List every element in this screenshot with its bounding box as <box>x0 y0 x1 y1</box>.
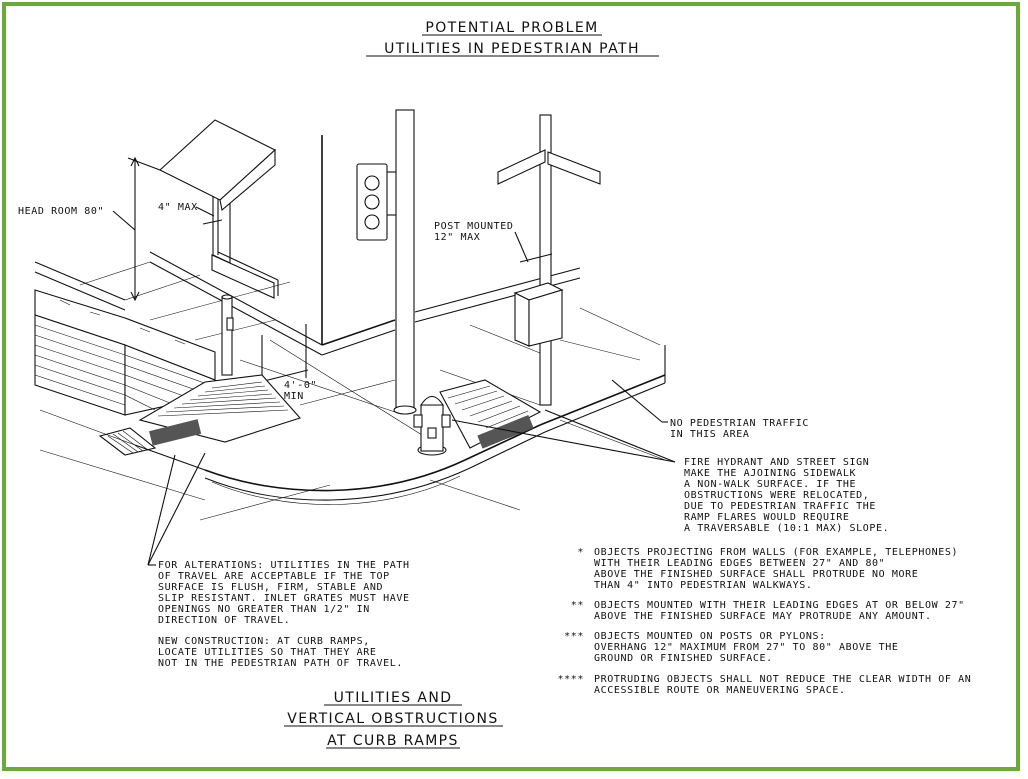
fire-hydrant-note-line: DUE TO PEDESTRIAN TRAFFIC THE <box>684 501 876 512</box>
bollard <box>221 294 234 376</box>
fire-hydrant-note: FIRE HYDRANT AND STREET SIGN MAKE THE AJ… <box>684 457 889 534</box>
alterations-line: FOR ALTERATIONS: UTILITIES IN THE PATH <box>158 560 410 571</box>
building <box>149 119 581 356</box>
fire-hydrant-note-line: A NON-WALK SURFACE. IF THE <box>684 479 856 490</box>
note-marker: **** <box>558 674 584 685</box>
awning <box>159 119 276 201</box>
four-foot-label-1: 4'-0" <box>284 380 317 391</box>
fire-hydrant <box>413 395 451 456</box>
street-scene <box>34 109 676 566</box>
new-construction-note: NEW CONSTRUCTION: AT CURB RAMPS, LOCATE … <box>158 636 403 669</box>
alterations-line: OF TRAVEL ARE ACCEPTABLE IF THE TOP <box>158 571 390 582</box>
note-line: WITH THEIR LEADING EDGES BETWEEN 27" AND… <box>594 558 885 569</box>
four-foot-label-2: MIN <box>284 391 304 402</box>
post-mounted-label-1: POST MOUNTED <box>434 221 513 232</box>
new-construction-line: NEW CONSTRUCTION: AT CURB RAMPS, <box>158 636 370 647</box>
sidewalk <box>34 261 661 441</box>
bottom-title-line-3: AT CURB RAMPS <box>327 733 459 749</box>
curb <box>39 345 666 521</box>
fire-hydrant-note-line: FIRE HYDRANT AND STREET SIGN <box>684 457 869 468</box>
leader-lines <box>147 379 676 566</box>
fire-hydrant-note-line: MAKE THE AJOINING SIDEWALK <box>684 468 856 479</box>
alterations-line: DIRECTION OF TRAVEL. <box>158 615 290 626</box>
note-marker: ** <box>571 600 584 611</box>
alterations-line: SLIP RESISTANT. INLET GRATES MUST HAVE <box>158 593 410 604</box>
head-room-label: HEAD ROOM 80" <box>18 206 104 217</box>
alterations-line: OPENINGS NO GREATER THAN 1/2" IN <box>158 604 370 615</box>
note-marker: *** <box>564 631 584 642</box>
four-max-leader <box>195 206 223 225</box>
title-line-2: UTILITIES IN PEDESTRIAN PATH <box>384 41 640 57</box>
note-line: THAN 4" INTO PEDESTRIAN WALKWAYS. <box>594 580 812 591</box>
note-line: ACCESSIBLE ROUTE OR MANEUVERING SPACE. <box>594 685 846 696</box>
left-curb-ramp <box>138 374 301 446</box>
note-line: ABOVE THE FINISHED SURFACE SHALL PROTRUD… <box>594 569 918 580</box>
note-line: ABOVE THE FINISHED SURFACE MAY PROTRUDE … <box>594 611 932 622</box>
note-line: OVERHANG 12" MAXIMUM FROM 27" TO 80" ABO… <box>594 642 899 653</box>
utility-box <box>513 282 564 347</box>
bottom-title-line-2: VERTICAL OBSTRUCTIONS <box>287 711 498 727</box>
no-ped-label-1: NO PEDESTRIAN TRAFFIC <box>670 418 809 429</box>
note-line: PROTRUDING OBJECTS SHALL NOT REDUCE THE … <box>594 674 971 685</box>
bottom-title-line-1: UTILITIES AND <box>334 690 453 706</box>
signal-pole <box>356 109 417 415</box>
new-construction-line: LOCATE UTILITIES SO THAT THEY ARE <box>158 647 376 658</box>
no-ped-label-2: IN THIS AREA <box>670 429 749 440</box>
inlet-grate <box>98 427 157 456</box>
post-mounted-label-2: 12" MAX <box>434 232 480 243</box>
note-marker: * <box>577 547 584 558</box>
note-line: OBJECTS MOUNTED ON POSTS OR PYLONS: <box>594 631 826 642</box>
alterations-note: FOR ALTERATIONS: UTILITIES IN THE PATH O… <box>158 560 410 626</box>
notes-list: * OBJECTS PROJECTING FROM WALLS (FOR EXA… <box>558 547 971 696</box>
note-line: GROUND OR FINISHED SURFACE. <box>594 653 773 664</box>
title-line-1: POTENTIAL PROBLEM <box>425 20 598 36</box>
fire-hydrant-note-line: RAMP FLARES WOULD REQUIRE <box>684 512 850 523</box>
alterations-line: SURFACE IS FLUSH, FIRM, STABLE AND <box>158 582 383 593</box>
note-line: OBJECTS PROJECTING FROM WALLS (FOR EXAMP… <box>594 547 958 558</box>
sign-pole <box>497 114 601 406</box>
new-construction-line: NOT IN THE PEDESTRIAN PATH OF TRAVEL. <box>158 658 403 669</box>
four-max-label: 4" MAX <box>158 202 198 213</box>
head-room-dimension <box>112 156 161 302</box>
note-line: OBJECTS MOUNTED WITH THEIR LEADING EDGES… <box>594 600 965 611</box>
fire-hydrant-note-line: OBSTRUCTIONS WERE RELOCATED, <box>684 490 869 501</box>
fire-hydrant-note-line: A TRAVERSABLE (10:1 MAX) SLOPE. <box>684 523 889 534</box>
right-curb-ramp <box>439 379 542 449</box>
